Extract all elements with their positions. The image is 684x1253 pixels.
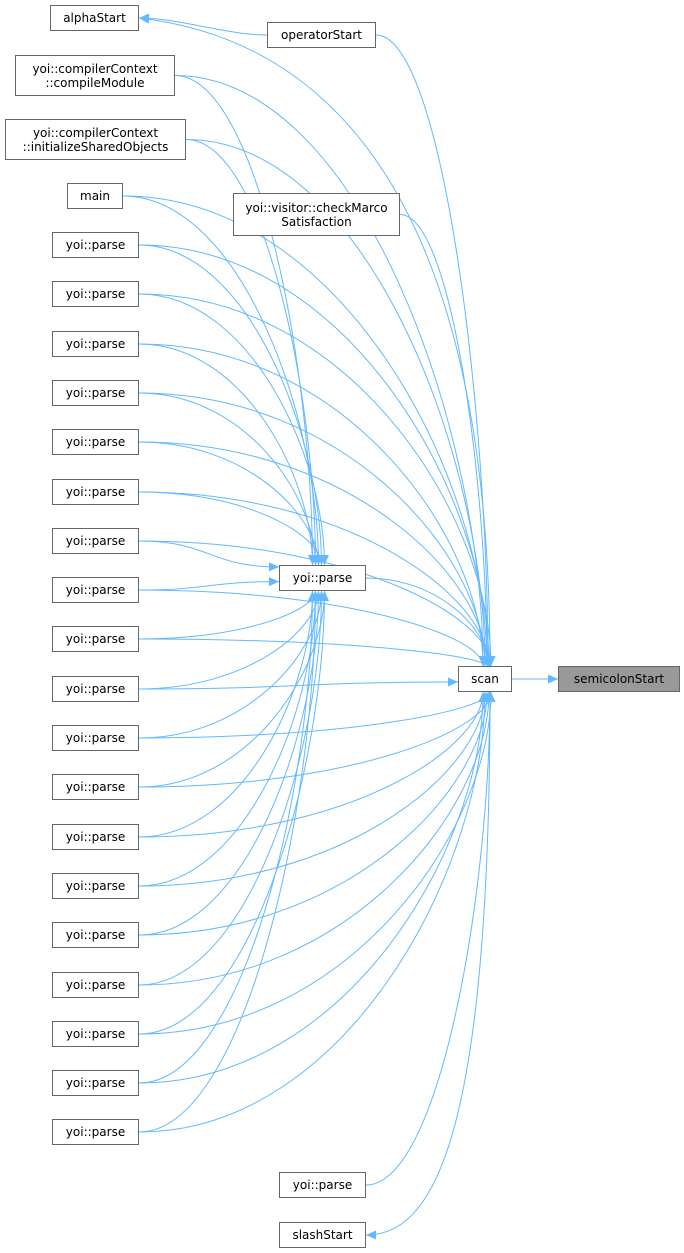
node-yoi-parse[interactable]: yoi::parse (52, 725, 139, 751)
edge-arrowhead (269, 562, 279, 572)
call-edge (138, 343, 313, 566)
call-edge (138, 691, 492, 788)
node-yoi-parse[interactable]: yoi::parse (52, 1119, 139, 1146)
call-edge (138, 590, 316, 887)
call-edge (138, 691, 490, 986)
node-slashStart[interactable]: slashStart (279, 1222, 366, 1248)
call-edge (365, 577, 490, 667)
edge-arrowhead (366, 1230, 376, 1240)
node-yoi-parse-bottom[interactable]: yoi::parse (279, 1172, 366, 1198)
call-edge (138, 590, 322, 986)
call-edge (365, 691, 491, 1236)
edge-arrowhead (484, 656, 494, 666)
node-checkMarcoSatisfaction[interactable]: yoi::visitor::checkMarco Satisfaction (233, 193, 400, 236)
call-edge (138, 681, 459, 690)
call-edge (375, 34, 489, 667)
edge-arrowhead (317, 555, 326, 565)
node-yoi-parse[interactable]: yoi::parse (52, 379, 139, 406)
edge-arrowhead (311, 591, 320, 601)
node-semicolonStart[interactable]: semicolonStart (558, 666, 680, 692)
edge-arrowhead (139, 13, 149, 23)
call-edge (138, 540, 280, 568)
node-yoi-parse[interactable]: yoi::parse (52, 774, 139, 801)
edge-arrowhead (448, 677, 458, 687)
node-operatorStart[interactable]: operatorStart (267, 22, 376, 48)
node-yoi-parse[interactable]: yoi::parse (52, 429, 139, 456)
call-edge (138, 491, 322, 566)
node-yoi-parse[interactable]: yoi::parse (52, 577, 139, 604)
edge-arrowhead (548, 674, 558, 684)
call-edge (365, 691, 491, 1186)
call-edge (138, 244, 490, 667)
call-edge (122, 195, 319, 566)
call-edge (138, 581, 280, 591)
call-edge (138, 392, 486, 667)
node-yoi-parse[interactable]: yoi::parse (52, 626, 139, 653)
call-edge (138, 17, 491, 667)
node-yoi-parse[interactable]: yoi::parse (52, 823, 139, 850)
node-yoi-parse[interactable]: yoi::parse (52, 872, 139, 899)
call-edge (399, 214, 488, 667)
node-yoi-parse[interactable]: yoi::parse (52, 1020, 139, 1047)
call-edge (174, 75, 313, 566)
call-edge (138, 343, 484, 667)
node-initializeSharedObjects[interactable]: yoi::compilerContext ::initializeSharedO… (5, 119, 186, 160)
node-yoi-parse[interactable]: yoi::parse (52, 527, 139, 554)
node-yoi-parse[interactable]: yoi::parse (52, 478, 139, 505)
call-edge (138, 590, 316, 1133)
call-edge (138, 590, 313, 1084)
node-compileModule[interactable]: yoi::compilerContext ::compileModule (15, 55, 175, 96)
node-yoi-parse[interactable]: yoi::parse (52, 330, 139, 357)
node-yoi-parse[interactable]: yoi::parse (52, 922, 139, 949)
node-yoi-parse[interactable]: yoi::parse (52, 281, 139, 308)
call-edge (185, 139, 486, 667)
node-alphaStart[interactable]: alphaStart (50, 5, 139, 31)
call-edge (174, 75, 484, 667)
call-edge (138, 441, 488, 667)
node-yoi-parse-center[interactable]: yoi::parse (279, 565, 366, 591)
call-edge (138, 293, 325, 566)
call-edge (138, 540, 492, 667)
call-edge (138, 691, 484, 838)
call-edge (138, 17, 268, 36)
call-edge (138, 691, 484, 1084)
call-edge (138, 441, 319, 566)
node-main[interactable]: main (67, 183, 123, 209)
call-edge (138, 590, 313, 838)
call-edge (138, 590, 319, 936)
edge-arrowhead (269, 577, 279, 587)
node-yoi-parse[interactable]: yoi::parse (52, 232, 139, 258)
call-edge (138, 244, 322, 566)
call-edge (138, 491, 490, 667)
call-edge (138, 691, 486, 887)
node-yoi-parse[interactable]: yoi::parse (52, 675, 139, 702)
call-edge (138, 691, 486, 1133)
edge-arrowhead (320, 591, 329, 601)
call-edge (138, 691, 492, 1035)
call-edge (138, 691, 488, 936)
call-edge (138, 638, 486, 667)
node-scan[interactable]: scan (458, 666, 512, 692)
node-yoi-parse[interactable]: yoi::parse (52, 1070, 139, 1097)
call-edge (138, 589, 484, 667)
call-edge (138, 293, 492, 667)
node-yoi-parse[interactable]: yoi::parse (52, 971, 139, 998)
